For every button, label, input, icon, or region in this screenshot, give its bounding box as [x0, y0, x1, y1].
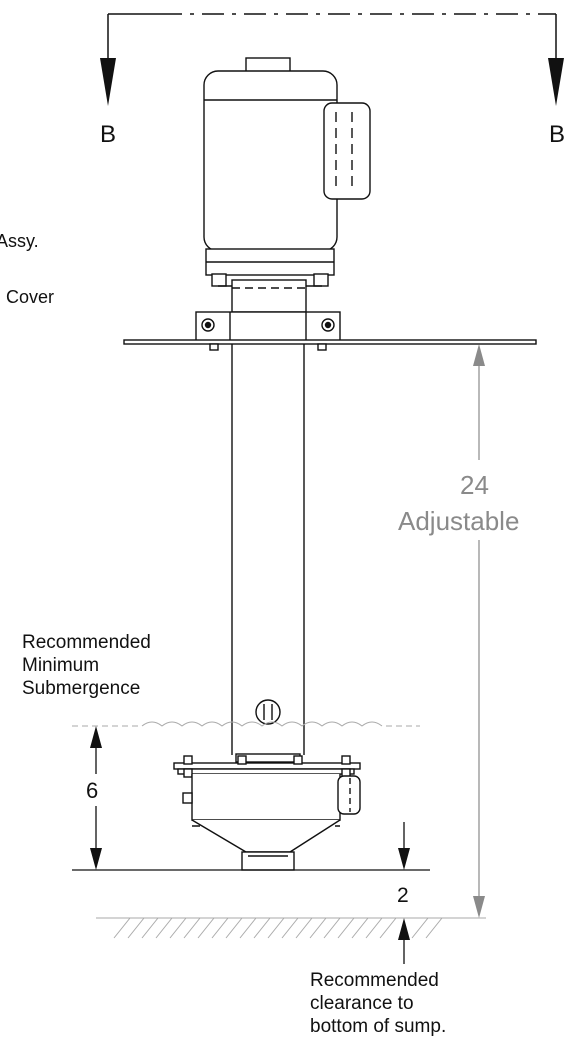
dimension-adjustable-value: 24: [460, 470, 489, 500]
dimension-clearance-value: 2: [397, 884, 409, 907]
clearance-note-line-2: clearance to: [310, 993, 414, 1014]
dimension-submergence: [90, 726, 102, 870]
pump-casing: [173, 753, 361, 871]
dimension-clearance: [398, 822, 410, 964]
dimension-submergence-value: 6: [86, 778, 98, 803]
waterline: [72, 721, 420, 727]
sump-floor: [96, 917, 486, 939]
submergence-label-line-1: Recommended: [22, 632, 151, 653]
section-arrow-left: [100, 58, 116, 106]
section-label-left: B: [100, 121, 116, 148]
dimension-adjustable: [473, 344, 485, 918]
clearance-note: Recommended clearance to bottom of sump.: [310, 970, 446, 1037]
motor-assembly: [203, 57, 371, 313]
callout-cover: Cover: [6, 287, 54, 307]
submergence-label-line-2: Minimum: [22, 655, 99, 676]
section-line-bb: [107, 13, 557, 60]
pump-column: [231, 344, 305, 755]
dimension-adjustable-word: Adjustable: [398, 506, 519, 536]
clearance-note-line-1: Recommended: [310, 970, 439, 991]
submergence-label-line-3: Submergence: [22, 678, 140, 699]
section-arrow-right: [548, 58, 564, 106]
section-label-right: B: [549, 121, 565, 148]
submergence-label: Recommended Minimum Submergence: [22, 632, 151, 699]
clearance-note-line-3: bottom of sump.: [310, 1016, 446, 1037]
callout-assy: Assy.: [0, 231, 39, 251]
mounting-flange: [123, 311, 537, 351]
